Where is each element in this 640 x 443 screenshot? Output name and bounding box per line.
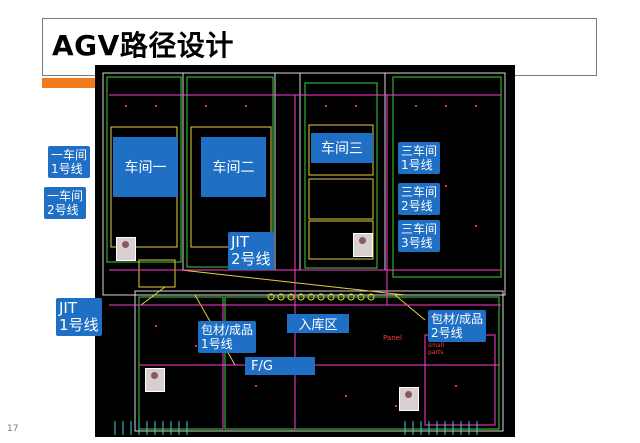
- route-label-line: 包材/成品: [201, 323, 254, 337]
- route-label-line: 三车间: [401, 185, 438, 199]
- factory-layout-map: 车间一 车间二 车间三 入库区 F/G Panel FA small parts: [95, 65, 515, 437]
- route-label-line: 1号线: [401, 158, 433, 172]
- route-label-line: 2号线: [47, 203, 79, 217]
- page-title: AGV路径设计: [52, 29, 234, 62]
- route-label-ws3-line3: 三车间 3号线: [398, 220, 441, 252]
- worker-icon: [353, 233, 373, 257]
- workshop-2-block: 车间二: [201, 137, 266, 197]
- finished-goods-block: F/G: [245, 357, 315, 375]
- route-label-line: 包材/成品: [431, 312, 484, 326]
- inbound-area-block: 入库区: [287, 314, 349, 333]
- route-label-packaging-line2: 包材/成品 2号线: [428, 310, 487, 342]
- route-label-packaging-line1: 包材/成品 1号线: [198, 321, 257, 353]
- route-label-ws3-line1: 三车间 1号线: [398, 142, 441, 174]
- route-label-line: 一车间: [51, 148, 88, 162]
- route-label-jit-line1: JIT 1号线: [56, 298, 102, 336]
- workshop-3-block: 车间三: [311, 133, 373, 163]
- route-label-ws1-line2: 一车间 2号线: [44, 187, 87, 219]
- route-label-ws3-line2: 三车间 2号线: [398, 183, 441, 215]
- route-label-line: 1号线: [51, 162, 83, 176]
- route-label-line: 三车间: [401, 222, 438, 236]
- route-label-line: 2号线: [231, 250, 271, 268]
- workshop-1-block: 车间一: [113, 137, 178, 197]
- page-number: 17: [7, 424, 19, 434]
- route-label-line: 2号线: [401, 199, 433, 213]
- route-label-line: 三车间: [401, 144, 438, 158]
- accent-bar: [42, 78, 97, 88]
- route-label-line: JIT: [231, 233, 250, 251]
- route-label-line: 1号线: [59, 316, 99, 334]
- fa-small-parts-line-2: small: [428, 342, 444, 349]
- worker-icon: [116, 237, 136, 261]
- route-label-line: 3号线: [401, 236, 433, 250]
- route-label-jit-line2: JIT 2号线: [228, 232, 274, 270]
- worker-icon: [399, 387, 419, 411]
- fa-small-parts-line-3: parts: [428, 349, 444, 356]
- route-label-line: 1号线: [201, 337, 233, 351]
- route-label-ws1-line1: 一车间 1号线: [48, 146, 91, 178]
- route-label-line: JIT: [59, 299, 78, 317]
- panel-label: Panel: [383, 334, 402, 342]
- route-label-line: 一车间: [47, 189, 84, 203]
- route-label-line: 2号线: [431, 326, 463, 340]
- worker-icon: [145, 368, 165, 392]
